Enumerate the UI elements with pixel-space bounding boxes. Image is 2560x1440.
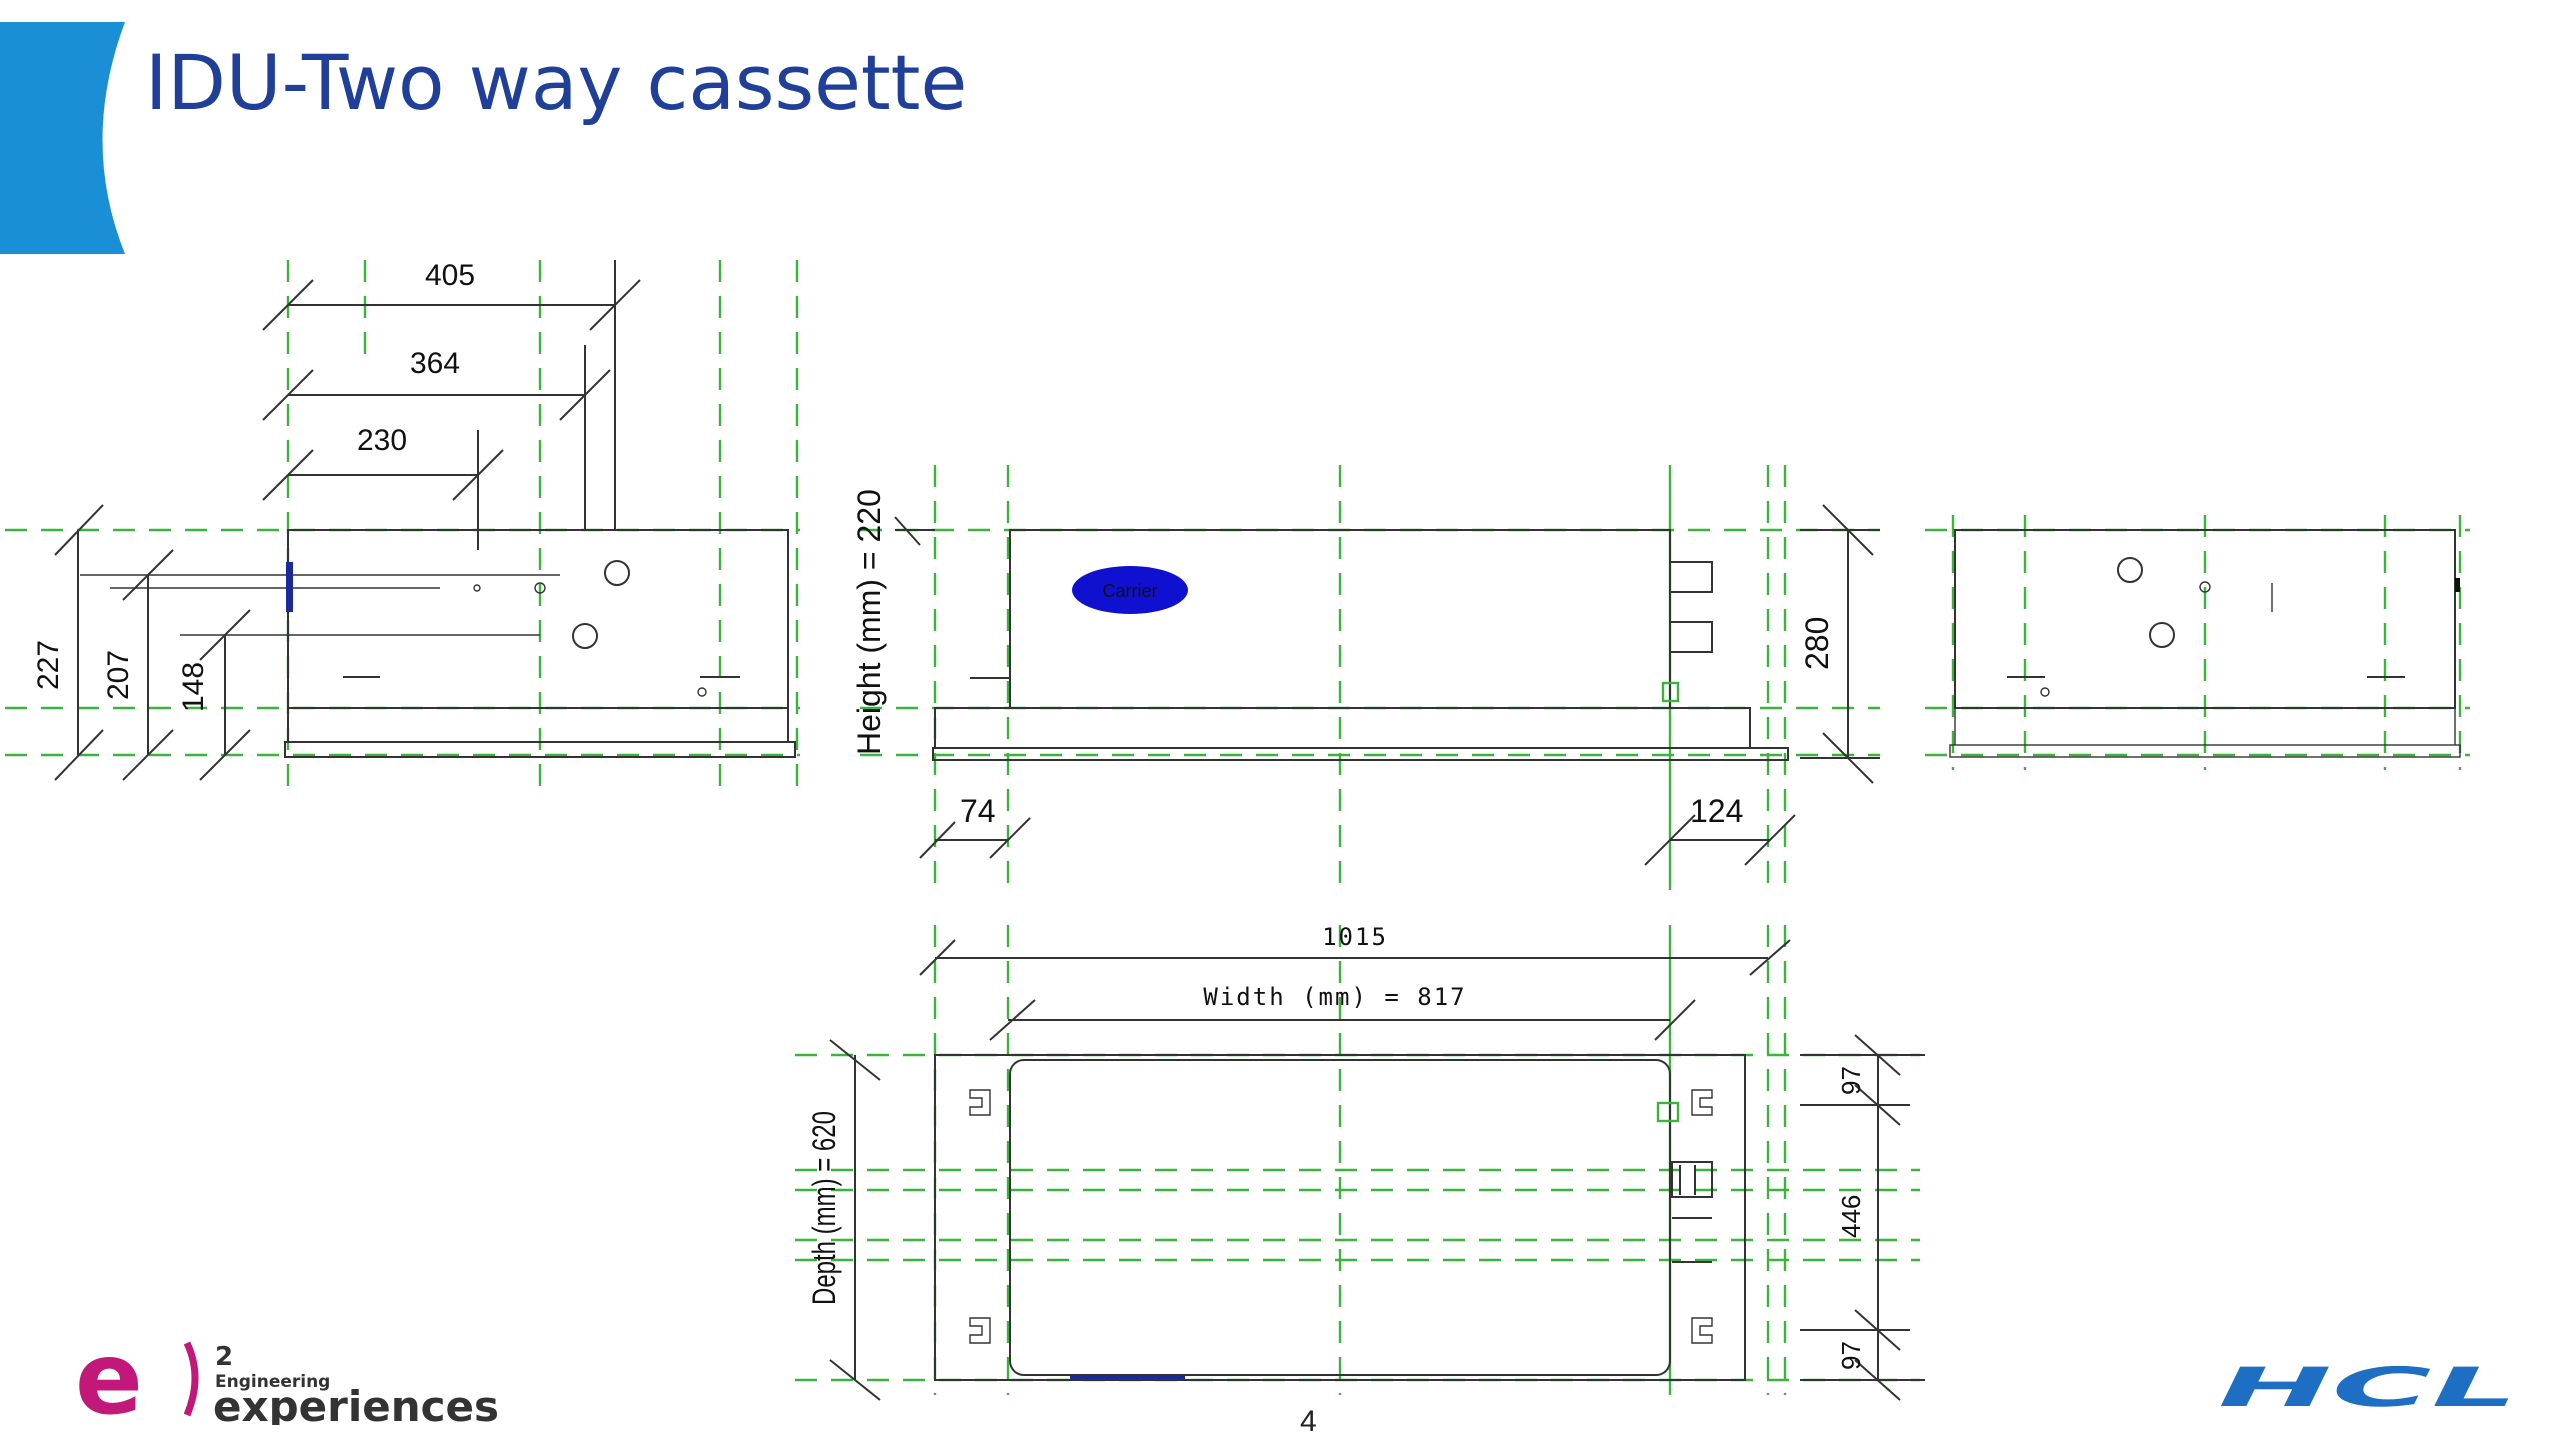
right-side-view bbox=[1925, 515, 2470, 770]
height-label: Height (mm) = 220 bbox=[851, 489, 887, 755]
e2-engineering-logo: e 2 Engineering experiences bbox=[75, 1335, 499, 1425]
dim-207: 207 bbox=[102, 650, 135, 700]
dim-227: 227 bbox=[32, 640, 65, 690]
dim-74: 74 bbox=[960, 793, 996, 829]
front-view: Carrier 280 Height (mm) = 220 74 124 bbox=[851, 465, 1880, 890]
e2-small-text: Engineering bbox=[215, 1372, 330, 1392]
accent-tab bbox=[0, 22, 125, 254]
e2-superscript: 2 bbox=[215, 1342, 233, 1372]
dim-405: 405 bbox=[425, 259, 475, 292]
side-view: 405 364 230 227 207 148 bbox=[5, 259, 800, 800]
dim-364: 364 bbox=[410, 347, 460, 380]
slide-title: IDU-Two way cassette bbox=[145, 38, 968, 127]
dim-97-top: 97 bbox=[1836, 1066, 1866, 1095]
e2-word: experiences bbox=[213, 1382, 499, 1425]
brand-badge-text: Carrier bbox=[1102, 581, 1157, 601]
brand-badge bbox=[1072, 566, 1188, 614]
svg-text:e: e bbox=[75, 1335, 143, 1425]
depth-label: Depth (mm) = 620 bbox=[806, 1111, 842, 1305]
dim-280: 280 bbox=[1799, 617, 1835, 670]
dim-148: 148 bbox=[177, 662, 210, 712]
dim-446: 446 bbox=[1836, 1195, 1866, 1238]
hcl-logo: HCL bbox=[2218, 1362, 2518, 1412]
top-view: 1015 Width (mm) = 817 Depth (mm) = 620 9… bbox=[795, 923, 1925, 1401]
dim-230: 230 bbox=[357, 424, 407, 457]
dim-97-bottom: 97 bbox=[1836, 1341, 1866, 1370]
dim-124: 124 bbox=[1690, 793, 1743, 829]
hcl-logo-text: HCL bbox=[2218, 1362, 2518, 1412]
width-label: Width (mm) = 817 bbox=[1203, 983, 1466, 1011]
dim-1015: 1015 bbox=[1322, 923, 1388, 951]
page-number: 4 bbox=[1300, 1405, 1317, 1438]
